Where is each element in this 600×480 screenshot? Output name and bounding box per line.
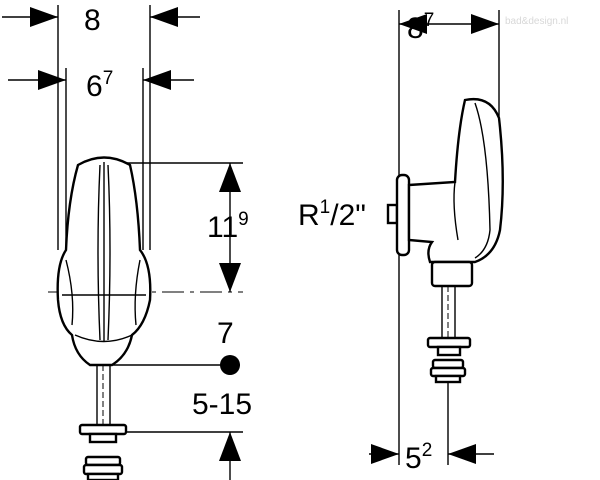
- watermark-text: bad&design.nl: [505, 16, 568, 27]
- side-supply-pipe: [426, 260, 474, 384]
- dimension-inner-width: 67: [8, 68, 194, 250]
- dimension-label: 7: [217, 317, 234, 350]
- dimension-label: 119: [207, 209, 249, 244]
- arrow-up-icon: [219, 432, 241, 461]
- arrow-right-icon: [371, 444, 399, 464]
- dimension-label: 8: [84, 4, 101, 37]
- marker-dot-icon: [220, 355, 240, 375]
- dimension-side-bottom: 52: [369, 382, 494, 475]
- arrow-right-icon: [471, 14, 499, 34]
- arrow-right-icon: [38, 70, 66, 90]
- arrow-left-icon: [150, 7, 178, 27]
- arrow-down-icon: [219, 263, 241, 292]
- dimension-label: 87: [407, 10, 434, 45]
- arrow-right-icon: [30, 7, 58, 27]
- dimension-range: [126, 431, 243, 480]
- dimension-height: 119: [125, 162, 249, 292]
- arrow-left-icon: [448, 444, 476, 464]
- arrow-up-icon: [219, 163, 241, 192]
- dimension-label: 5-15: [192, 388, 252, 421]
- supply-pipe: [78, 365, 128, 480]
- dimension-spacing: 7 5-15: [112, 317, 252, 421]
- dimension-label: 52: [405, 440, 432, 475]
- front-view: 8 67 119: [2, 4, 252, 480]
- arrow-left-icon: [143, 70, 171, 90]
- arrow-left-icon: [399, 14, 427, 34]
- dimension-side-width: 87: [398, 10, 500, 465]
- flush-valve-side-body: [407, 97, 504, 264]
- thread-label: R1/2": [298, 197, 366, 232]
- side-view: 87 R1/2": [298, 10, 504, 475]
- dimension-outer-width: 8: [2, 4, 200, 250]
- thread-nipple: [386, 203, 399, 225]
- dimension-label: 67: [86, 68, 113, 103]
- wall-flange: [395, 173, 411, 257]
